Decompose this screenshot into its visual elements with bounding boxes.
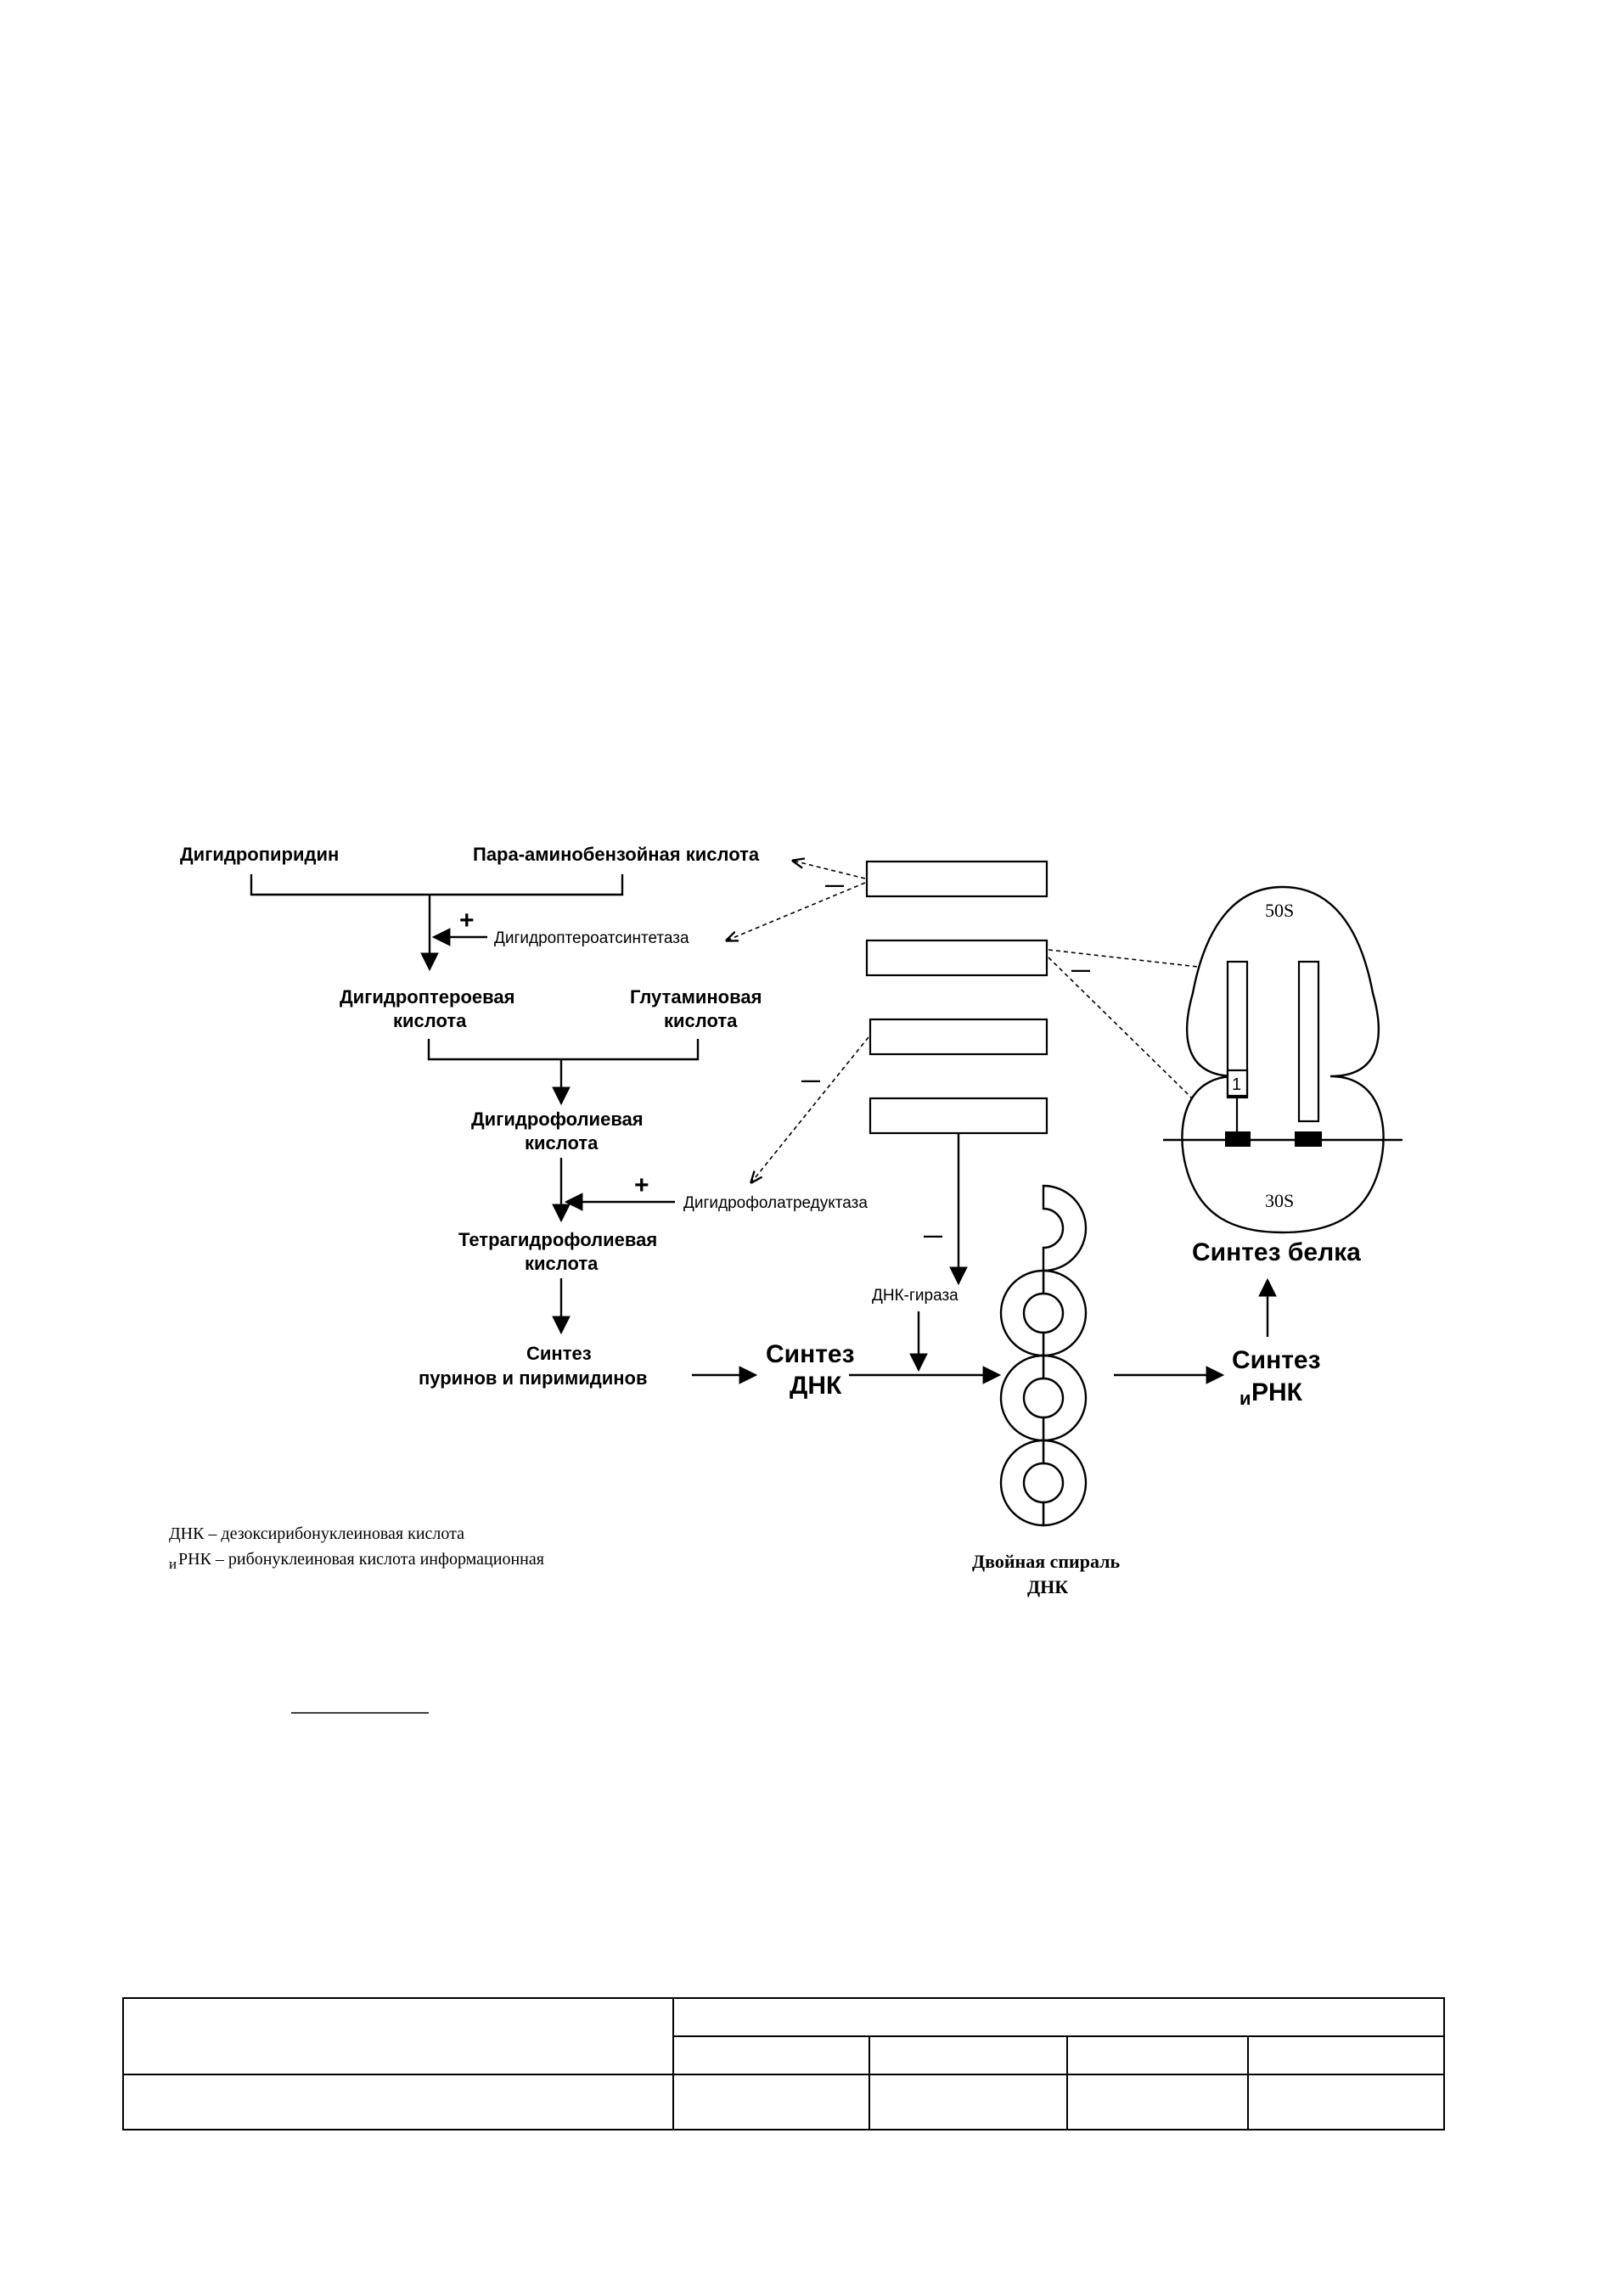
helix-label-1: Двойная спираль (972, 1551, 1121, 1572)
purines-label-2: пуринов и пиримидинов (419, 1367, 648, 1389)
minus-box-4: — (924, 1225, 942, 1246)
drug-box-2 (865, 939, 1048, 977)
rna-synthesis-label-1: Синтез (1232, 1346, 1321, 1374)
rna-synthesis-label-2: РНК (1251, 1378, 1303, 1406)
codon-1 (1225, 1131, 1251, 1147)
tetrahydrofolic-label-2: кислота (525, 1253, 599, 1274)
purines-label-1: Синтез (526, 1343, 592, 1364)
codon-2 (1295, 1131, 1322, 1147)
legend-rna: РНК – рибонуклеиновая кислота информацио… (178, 1550, 544, 1569)
ribosome (1181, 885, 1385, 1234)
legend-rna-prefix: и (169, 1556, 177, 1572)
dihydrofolic-label-2: кислота (525, 1132, 599, 1154)
minus-box-3: — (801, 1069, 820, 1091)
dna-synthesis-label-1: Синтез (766, 1340, 855, 1368)
dihydropteroic-label-2: кислота (393, 1010, 467, 1031)
dhps-label: Дигидроптероатсинтетаза (494, 929, 689, 947)
legend-dna: ДНК – дезоксирибонуклеиновая кислота (169, 1524, 464, 1543)
drug-box-4 (869, 1097, 1048, 1135)
minus-box-2: — (1071, 959, 1090, 980)
plus-dhps: + (459, 907, 475, 935)
trna-site-2 (1297, 960, 1320, 1123)
dna-synthesis-label-2: ДНК (790, 1372, 842, 1400)
protein-synthesis-label: Синтез белка (1192, 1238, 1361, 1266)
empty-table (122, 1997, 1445, 2130)
gyrase-label: ДНК-гираза (872, 1287, 958, 1305)
dhfr-label: Дигидрофолатредуктаза (683, 1194, 868, 1212)
trna-site-1-label: 1 (1232, 1075, 1241, 1094)
paba-label: Пара-аминобензойная кислота (473, 844, 760, 865)
glutamic-label-2: кислота (664, 1010, 738, 1031)
bracket-paba (250, 874, 624, 896)
dihydrofolic-label-1: Дигидрофолиевая (471, 1109, 644, 1130)
dna-double-helix (999, 1184, 1088, 1527)
glutamic-label-1: Глутаминовая (630, 986, 762, 1008)
ribosome-30s-label: 30S (1265, 1190, 1294, 1211)
rna-prefix: и (1240, 1388, 1251, 1409)
dashed-arrow-paba (793, 861, 866, 879)
plus-dhfr: + (634, 1171, 649, 1199)
minus-box-1: — (825, 874, 844, 895)
dihydropteroic-label-1: Дигидроптероевая (340, 986, 514, 1008)
dashed-arrow-dhps (727, 882, 866, 940)
trna-site-1-marker (1226, 1069, 1249, 1097)
drug-box-3 (869, 1018, 1048, 1056)
drug-box-1 (865, 860, 1048, 898)
tetrahydrofolic-label-1: Тетрагидрофолиевая (458, 1229, 657, 1250)
ribosome-50s-label: 50S (1265, 900, 1294, 921)
dashed-arrow-dhfr (751, 1036, 869, 1182)
dihydropyridine-label: Дигидропиридин (180, 844, 339, 865)
helix-label-2: ДНК (1027, 1576, 1068, 1597)
bracket-glutamic (427, 1039, 700, 1061)
